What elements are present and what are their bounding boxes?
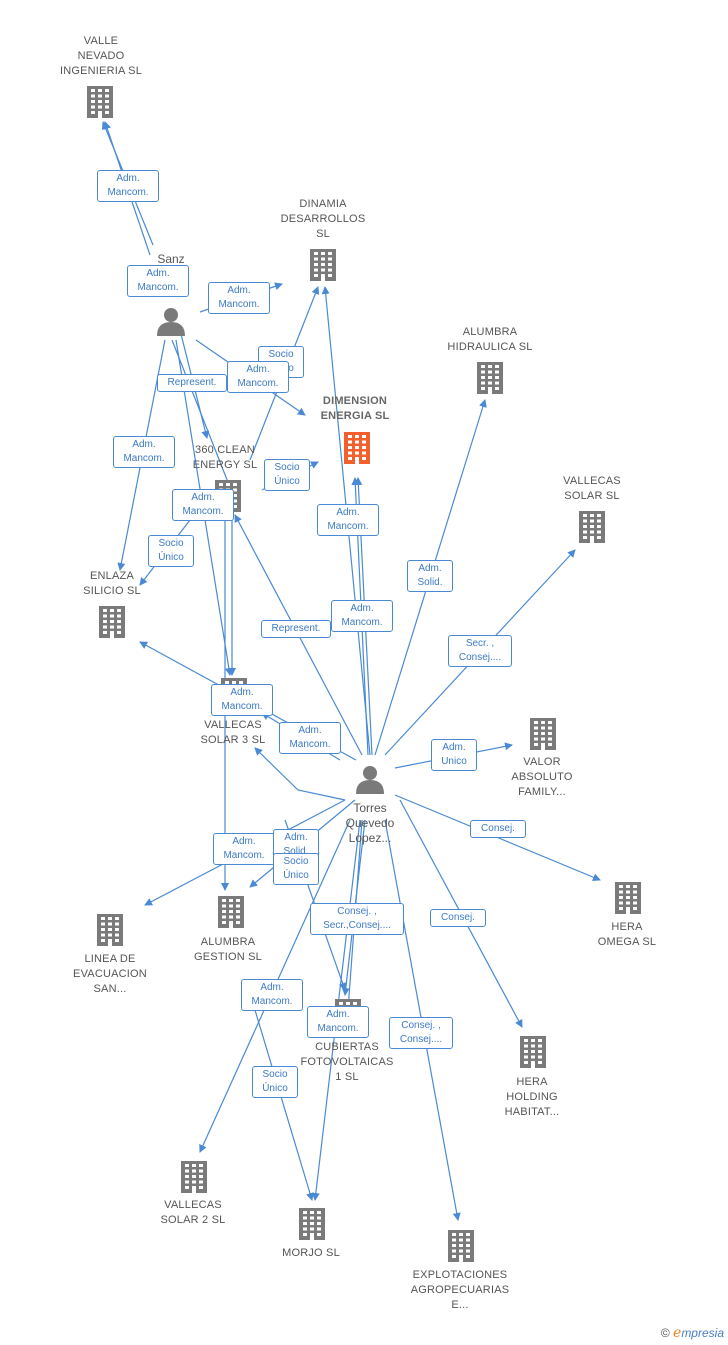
person-icon[interactable] — [157, 308, 185, 336]
edge-label: Represent. — [157, 374, 227, 392]
edge-label: Represent. — [261, 620, 331, 638]
company-label-explotaciones[interactable]: EXPLOTACIONES AGROPECUARIAS E... — [410, 1269, 510, 1311]
edge-label: Socio Único — [273, 853, 319, 885]
company-label-dimension[interactable]: DIMENSION ENERGIA SL — [320, 395, 390, 422]
building-icon[interactable] — [99, 606, 125, 638]
company-label-morjo[interactable]: MORJO SL — [282, 1247, 340, 1259]
node-icons — [87, 86, 641, 1262]
company-label-alumbra_h[interactable]: ALUMBRA HIDRAULICA SL — [447, 326, 533, 353]
edge-label: Adm. Solid. — [407, 560, 453, 592]
edge-label: Adm. Mancom. — [211, 684, 273, 716]
person-icon[interactable] — [356, 766, 384, 794]
edge-label: Socio Único — [148, 535, 194, 567]
edge-label: Adm. Mancom. — [172, 489, 234, 521]
edge-line — [254, 1009, 314, 1201]
edge-label: Adm. Mancom. — [227, 361, 289, 393]
building-icon[interactable] — [579, 511, 605, 543]
building-icon[interactable] — [530, 718, 556, 750]
edge-label: Adm. Mancom. — [331, 600, 393, 632]
edge-label: Adm. Mancom. — [241, 979, 303, 1011]
edge-label: Socio Único — [264, 459, 310, 491]
company-label-alumbra_g[interactable]: ALUMBRA GESTION SL — [193, 936, 263, 963]
edge-line — [171, 339, 237, 501]
company-label-valle[interactable]: VALLE NEVADO INGENIERIA SL — [59, 35, 143, 77]
building-icon[interactable] — [477, 362, 503, 394]
edge-label: Adm. Mancom. — [213, 833, 275, 865]
edge-label: Consej. — [470, 820, 526, 838]
edge-label: Consej. , Secr.,Consej.... — [310, 903, 404, 935]
edge-label: Adm. Mancom. — [317, 504, 379, 536]
company-label-vallecas2[interactable]: VALLECAS SOLAR 2 SL — [160, 1199, 226, 1226]
edge-line — [254, 747, 346, 801]
building-icon[interactable] — [299, 1208, 325, 1240]
edge-label: Adm. Mancom. — [113, 436, 175, 468]
edge-label: Adm. Mancom. — [307, 1006, 369, 1038]
building-icon[interactable] — [344, 432, 370, 464]
edge-label: Consej. — [430, 909, 486, 927]
edge-label: Adm. Mancom. — [97, 170, 159, 202]
company-label-linea[interactable]: LINEA DE EVACUACION SAN... — [73, 953, 147, 995]
edge-label: Adm. Mancom. — [127, 265, 189, 297]
company-label-hera_holding[interactable]: HERA HOLDING HABITAT... — [504, 1076, 560, 1118]
company-label-enlaza[interactable]: ENLAZA SILICIO SL — [83, 570, 141, 597]
company-label-dinamia[interactable]: DINAMIA DESARROLLOS SL — [280, 198, 366, 240]
company-label-vallecas3[interactable]: VALLECAS SOLAR 3 SL — [200, 719, 266, 746]
edge-label: Adm. Mancom. — [208, 282, 270, 314]
building-icon[interactable] — [97, 914, 123, 946]
building-icon[interactable] — [310, 249, 336, 281]
building-icon[interactable] — [181, 1161, 207, 1193]
edge-label: Adm. Unico — [431, 739, 477, 771]
edge-label: Adm. Mancom. — [279, 722, 341, 754]
company-label-cubiertas[interactable]: CUBIERTAS FOTOVOLTAICAS 1 SL — [300, 1041, 394, 1083]
company-label-clean360[interactable]: 360 CLEAN ENERGY SL — [192, 444, 258, 471]
building-icon[interactable] — [87, 86, 113, 118]
building-icon[interactable] — [520, 1036, 546, 1068]
building-icon[interactable] — [615, 882, 641, 914]
company-label-valor[interactable]: VALOR ABSOLUTO FAMILY... — [511, 756, 573, 798]
brand-watermark: © empresia — [660, 1325, 724, 1341]
building-icon[interactable] — [448, 1230, 474, 1262]
edge-label: Consej. , Consej.... — [389, 1017, 453, 1049]
company-label-hera_omega[interactable]: HERA OMEGA SL — [597, 921, 657, 948]
person-label-torres[interactable]: Torres Quevedo Lopez... — [345, 801, 395, 845]
building-icon[interactable] — [218, 896, 244, 928]
edge-label: Socio Único — [252, 1066, 298, 1098]
edge-label: Secr. , Consej.... — [448, 635, 512, 667]
company-label-vallecas_solar[interactable]: VALLECAS SOLAR SL — [563, 475, 621, 502]
